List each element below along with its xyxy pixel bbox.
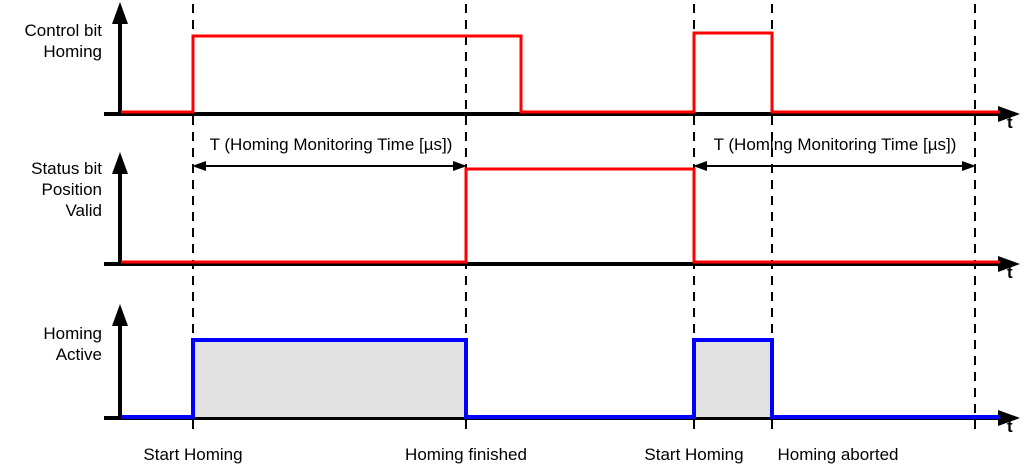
signal-label-homing-active: Homing Active	[43, 324, 102, 364]
axis-time-2	[104, 256, 1020, 272]
time-axis-label-2: t	[1007, 263, 1013, 282]
event-label-homing-finished: Homing finished	[405, 445, 527, 464]
event-label-start-homing-2: Start Homing	[644, 445, 744, 464]
axis-time-1	[104, 106, 1020, 122]
time-axis-label-1: t	[1007, 113, 1013, 132]
monitoring-time-arrow-2	[693, 161, 976, 171]
axis-vertical-1	[112, 2, 128, 114]
event-label-start-homing-1: Start Homing	[143, 445, 243, 464]
annotation-monitoring-time-1: T (Homing Monitoring Time [µs])	[209, 135, 453, 154]
signal-label-status-bit-position-valid: Status bit Position Valid	[31, 159, 102, 220]
homing-active-pulse-1-fill	[193, 340, 466, 417]
event-label-homing-aborted: Homing aborted	[777, 445, 899, 464]
waveform-status-bit-position-valid	[121, 167, 1000, 264]
monitoring-time-arrow-1	[192, 161, 467, 171]
annotation-monitoring-time-2: T (Homing Monitoring Time [µs])	[713, 135, 957, 154]
homing-active-pulse-2-fill	[694, 340, 772, 417]
axis-vertical-3	[112, 304, 128, 418]
panel-status-bit-position-valid	[104, 152, 1020, 272]
waveform-homing-active	[121, 338, 1000, 419]
axis-vertical-2	[112, 152, 128, 264]
time-axis-label-3: t	[1007, 417, 1013, 436]
panel-control-bit-homing	[104, 2, 1020, 122]
waveform-control-bit-homing	[121, 31, 1000, 114]
signal-label-control-bit-homing: Control bit Homing	[24, 21, 102, 61]
panel-homing-active	[104, 304, 1020, 426]
